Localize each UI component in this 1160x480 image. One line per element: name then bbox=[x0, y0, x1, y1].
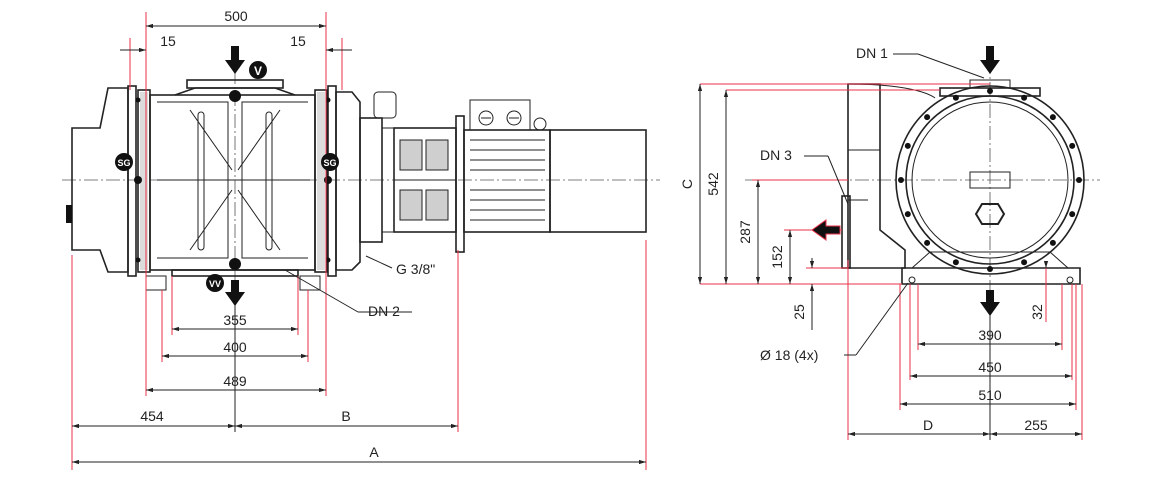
dim-400: 400 bbox=[223, 339, 247, 355]
dim-32: 32 bbox=[1029, 304, 1045, 320]
dim-255: 255 bbox=[1024, 417, 1048, 433]
label-dn3: DN 3 bbox=[760, 147, 792, 163]
outlet-arrow-icon bbox=[225, 280, 245, 306]
housing-bolt bbox=[1069, 211, 1076, 218]
housing-bolt bbox=[1021, 259, 1028, 266]
outlet-marker-icon bbox=[206, 274, 224, 292]
dim-c: C bbox=[679, 179, 695, 189]
dim-450: 450 bbox=[978, 359, 1002, 375]
inlet-marker-label: V bbox=[254, 64, 262, 78]
dim-25: 25 bbox=[791, 304, 807, 320]
sight-glass-right-label: SG bbox=[323, 158, 336, 168]
housing-bolt bbox=[1021, 94, 1028, 101]
dim-15-right: 15 bbox=[290, 33, 306, 49]
label-hole: Ø 18 (4x) bbox=[760, 347, 818, 363]
label-g-port: G 3/8" bbox=[396, 261, 435, 277]
housing-bolt bbox=[987, 266, 993, 272]
dim-510: 510 bbox=[978, 387, 1002, 403]
outlet-marker-label: VV bbox=[209, 279, 221, 289]
side-inlet-arrow-icon bbox=[980, 46, 1000, 74]
dim-454: 454 bbox=[140, 408, 164, 424]
dim-d: D bbox=[923, 417, 933, 433]
housing-bolt bbox=[898, 177, 904, 183]
dim-b: B bbox=[341, 408, 350, 424]
housing-bolt bbox=[987, 88, 993, 94]
dim-15-left: 15 bbox=[160, 33, 176, 49]
housing-bolt bbox=[904, 211, 911, 218]
sight-glass-left-icon bbox=[115, 153, 133, 171]
side-view: DN 1 DN 3 C 542 287 152 25 32 Ø 18 (4x) … bbox=[679, 45, 1100, 440]
label-dn1: DN 1 bbox=[856, 45, 888, 61]
dim-152: 152 bbox=[769, 245, 785, 269]
dim-390: 390 bbox=[978, 327, 1002, 343]
housing-bolt bbox=[952, 259, 959, 266]
housing-bolt bbox=[1076, 177, 1082, 183]
housing-bolt bbox=[1069, 142, 1076, 149]
sight-glass-left-label: SG bbox=[117, 158, 130, 168]
dim-489: 489 bbox=[223, 373, 247, 389]
side-outlet-arrow-icon bbox=[980, 290, 1000, 316]
dim-355: 355 bbox=[223, 312, 247, 328]
housing-bolt bbox=[952, 94, 959, 101]
housing-bolt bbox=[1049, 114, 1056, 121]
front-view: V VV SG SG 500 15 15 G 3/8" DN 2 355 400… bbox=[62, 8, 660, 470]
housing-bolt bbox=[924, 239, 931, 246]
sight-glass-right-icon bbox=[321, 153, 339, 171]
housing-bolt bbox=[924, 114, 931, 121]
inlet-arrow-icon bbox=[225, 46, 245, 74]
housing-bolt bbox=[1049, 239, 1056, 246]
side-port-arrow-icon bbox=[811, 219, 841, 241]
inlet-marker-icon bbox=[249, 61, 267, 79]
dim-542: 542 bbox=[705, 172, 721, 196]
label-dn2: DN 2 bbox=[368, 303, 400, 319]
housing-bolt bbox=[904, 142, 911, 149]
dim-500: 500 bbox=[224, 8, 248, 24]
dim-a: A bbox=[369, 444, 379, 460]
dim-287: 287 bbox=[737, 220, 753, 244]
